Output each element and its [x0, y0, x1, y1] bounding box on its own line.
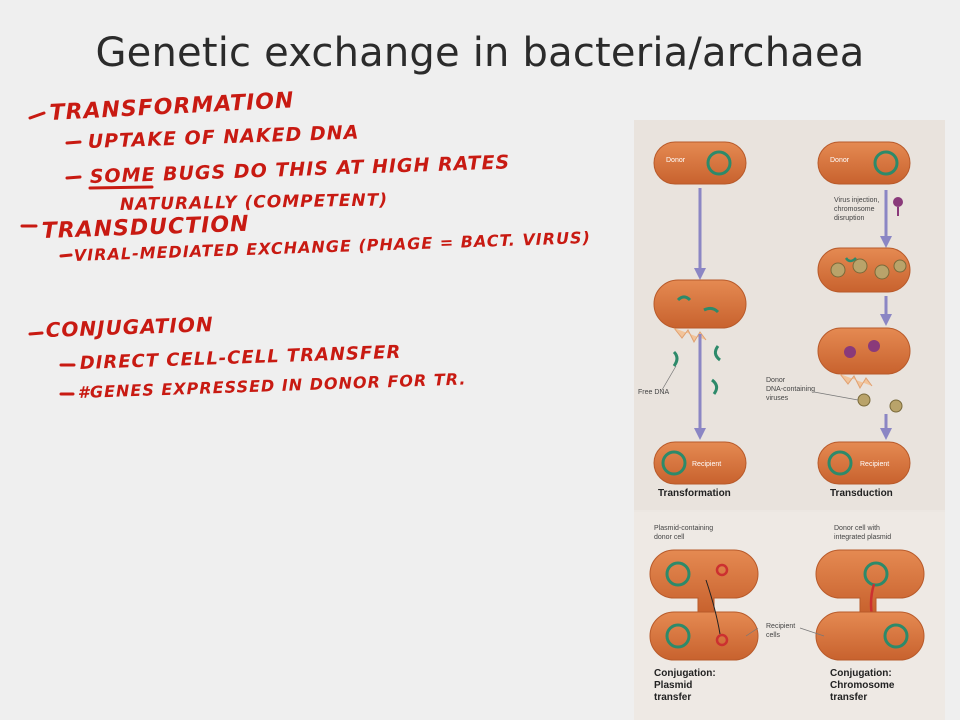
arrowhead-transformation-2	[694, 428, 706, 440]
transduction-donor-cell: Donor	[817, 141, 911, 185]
leader-recipient-right	[799, 627, 825, 637]
transformation-lysed-cell	[653, 279, 747, 344]
label-donor-dna-3: viruses	[766, 395, 789, 402]
free-dna-fragment-3	[711, 378, 719, 395]
dash-transformation	[28, 111, 46, 120]
note-transformation: TRANSFORMATION	[49, 88, 295, 126]
label-recipient-left: Recipient	[692, 461, 721, 468]
caption-conj-plasmid-3: transfer	[654, 692, 691, 703]
label-virus-injection-3: disruption	[834, 215, 864, 222]
arrowhead-transduction-1	[880, 236, 892, 248]
caption-transduction: Transduction	[830, 488, 893, 499]
transformation-donor-cell: Donor	[653, 141, 747, 185]
dash-some-bugs	[65, 175, 82, 180]
caption-conj-chromosome-1: Conjugation:	[830, 668, 892, 679]
label-integrated-donor-1: Donor cell with	[834, 525, 880, 532]
label-donor-left: Donor	[666, 157, 686, 164]
label-plasmid-donor-1: Plasmid-containing	[654, 525, 713, 532]
label-donor-right: Donor	[830, 157, 850, 164]
free-dna-fragment-1	[672, 350, 679, 367]
label-integrated-donor-2: integrated plasmid	[834, 534, 891, 541]
caption-transformation: Transformation	[658, 488, 731, 499]
dash-uptake	[65, 140, 82, 145]
slide-title: Genetic exchange in bacteria/archaea	[95, 30, 865, 76]
label-plasmid-donor-2: donor cell	[654, 534, 685, 541]
label-virus-injection-1: Virus injection,	[834, 197, 879, 204]
caption-conj-plasmid-1: Conjugation:	[654, 668, 716, 679]
leader-donor-dna	[813, 391, 859, 401]
note-naturally: NATURALLY (COMPETENT)	[120, 190, 388, 215]
note-uptake: UPTAKE OF NAKED DNA	[87, 122, 359, 153]
label-donor-dna-1: Donor	[766, 377, 786, 384]
label-recipient-right: Recipient	[860, 461, 889, 468]
caption-conj-chromosome-2: Chromosome	[830, 680, 895, 691]
note-conjugation: CONJUGATION	[45, 312, 214, 342]
transduction-recipient-cell: Recipient	[817, 441, 911, 485]
label-recipient-cells-1: Recipient	[766, 623, 795, 630]
released-virus-2	[889, 399, 903, 413]
free-dna-fragment-2	[713, 345, 721, 362]
dash-conjugation	[28, 331, 44, 336]
caption-conj-chromosome-3: transfer	[830, 692, 867, 703]
note-transduction: TRANSDUCTION	[41, 212, 250, 244]
note-some-bugs: SOME BUGS DO THIS AT HIGH RATES	[89, 151, 510, 188]
transformation-recipient-cell: Recipient	[653, 441, 747, 485]
plasmid-transfer-arrow	[705, 579, 721, 635]
note-genes: #GENES EXPRESSED IN DONOR FOR TR.	[77, 369, 466, 402]
genetic-exchange-figure: Donor Free DNA Recipient Transformation …	[634, 120, 945, 720]
leader-recipient-left	[745, 627, 759, 637]
caption-conj-plasmid-2: Plasmid	[654, 680, 692, 691]
plasmid-recipient-cell	[649, 611, 759, 661]
note-direct: DIRECT CELL-CELL TRANSFER	[79, 342, 401, 374]
chromosome-recipient-cell	[815, 611, 925, 661]
label-free-dna: Free DNA	[638, 389, 669, 396]
label-donor-dna-2: DNA-containing	[766, 386, 815, 393]
dash-viral	[59, 253, 73, 258]
underline-some	[88, 185, 154, 190]
arrowhead-transformation-1	[694, 268, 706, 280]
label-recipient-cells-2: cells	[766, 632, 781, 639]
released-virus-1	[857, 393, 871, 407]
transduction-infected-cell	[817, 247, 911, 293]
phage-icon	[893, 197, 903, 216]
transduction-lysed-cell	[817, 327, 911, 390]
arrowhead-transduction-2	[880, 314, 892, 326]
label-virus-injection-2: chromosome	[834, 206, 875, 213]
leader-free-dna	[661, 365, 677, 391]
arrowhead-transduction-3	[880, 428, 892, 440]
